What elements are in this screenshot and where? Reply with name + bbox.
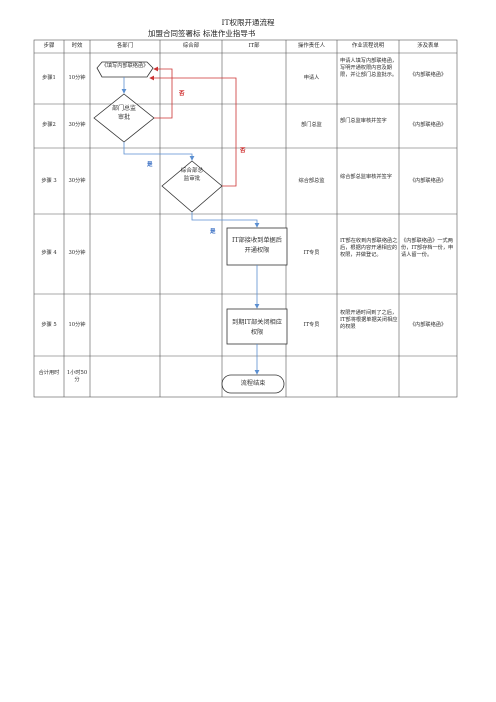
table-border bbox=[33, 39, 458, 398]
row5-description: 权限开通时间到了之后，IT部将根据单据关闭相应的权限 bbox=[340, 310, 398, 330]
row4-time: 30分钟 bbox=[68, 250, 86, 256]
header-it-dept: IT部 bbox=[248, 43, 260, 49]
row2-owner: 部门总监 bbox=[301, 122, 322, 128]
page-subtitle: 加盟合同签署标 标准作业指导书 bbox=[148, 29, 256, 38]
row3-owner: 综合部总监 bbox=[298, 178, 325, 184]
it-close-box bbox=[226, 308, 288, 345]
reject-label-2: 否 bbox=[240, 148, 246, 154]
row4-form: 《内部联络函》一式两份，IT部存档一份，申请人留一份。 bbox=[401, 238, 454, 258]
row5-owner: IT专员 bbox=[303, 322, 320, 328]
end-shape bbox=[221, 374, 285, 394]
total-time: 1小时50分 bbox=[66, 370, 88, 383]
row3-time: 30分钟 bbox=[68, 178, 86, 184]
it-open-text: IT部接收到单据后开通权限 bbox=[232, 237, 282, 254]
row1-step: 步骤1 bbox=[42, 75, 56, 81]
header-step: 步骤 bbox=[43, 43, 55, 49]
row2-description: 部门总监审核并签字 bbox=[340, 118, 387, 124]
admin-review-text: 综合部总监审批 bbox=[180, 168, 204, 182]
row4-owner: IT专员 bbox=[303, 250, 320, 256]
header-time: 时效 bbox=[71, 43, 83, 49]
row3-form: 《内部联络函》 bbox=[409, 178, 447, 184]
row3-step: 步骤 3 bbox=[41, 178, 57, 184]
approve-label-2: 是 bbox=[210, 229, 216, 235]
row1-description: 申请人填写内部联络函，写明开通权限内容及期限，并让部门总监批示。 bbox=[340, 58, 398, 78]
row3-description: 综合部总监审核并签字 bbox=[340, 174, 392, 180]
row2-step: 步骤2 bbox=[42, 122, 56, 128]
header-forms: 涉及表单 bbox=[417, 43, 439, 49]
approve-label-1: 是 bbox=[147, 162, 153, 168]
row2-time: 30分钟 bbox=[68, 122, 86, 128]
page-title: IT权限开通流程 bbox=[221, 18, 275, 27]
arrow-dept-reject bbox=[153, 66, 173, 119]
start-shape bbox=[96, 61, 154, 78]
row5-step: 步骤 5 bbox=[41, 322, 57, 328]
header-admin-dept: 综合部 bbox=[182, 43, 200, 49]
header-owner: 操作责任人 bbox=[298, 43, 325, 49]
row4-description: IT部在收到内部联络函之后，根据内容开通相应的权限，并做登记。 bbox=[340, 238, 398, 258]
arrow-dept-to-admin bbox=[123, 142, 195, 161]
row1-form: 《内部联络函》 bbox=[409, 72, 447, 78]
arrow-admin-to-it bbox=[191, 212, 260, 228]
row4-step: 步骤 4 bbox=[41, 250, 57, 256]
header-description: 作业流程说明 bbox=[351, 43, 385, 49]
reject-label-1: 否 bbox=[179, 91, 185, 97]
it-close-text: 到期IT部关闭相应权限 bbox=[232, 319, 282, 336]
total-label: 合计用时 bbox=[38, 370, 60, 376]
arrow-admin-reject bbox=[149, 75, 237, 187]
end-text: 流程结束 bbox=[240, 380, 266, 387]
row2-form: 《内部联络函》 bbox=[409, 122, 447, 128]
row1-owner: 申请人 bbox=[303, 75, 320, 81]
row5-form: 《内部联络函》 bbox=[409, 322, 447, 328]
start-text: 《填写内部联络函》 bbox=[101, 63, 149, 69]
it-open-box bbox=[226, 227, 288, 266]
dept-review-text: 部门总监审批 bbox=[111, 105, 136, 121]
header-departments: 各部门 bbox=[116, 43, 134, 49]
row1-time: 10分钟 bbox=[68, 75, 86, 81]
row5-time: 10分钟 bbox=[68, 322, 86, 328]
